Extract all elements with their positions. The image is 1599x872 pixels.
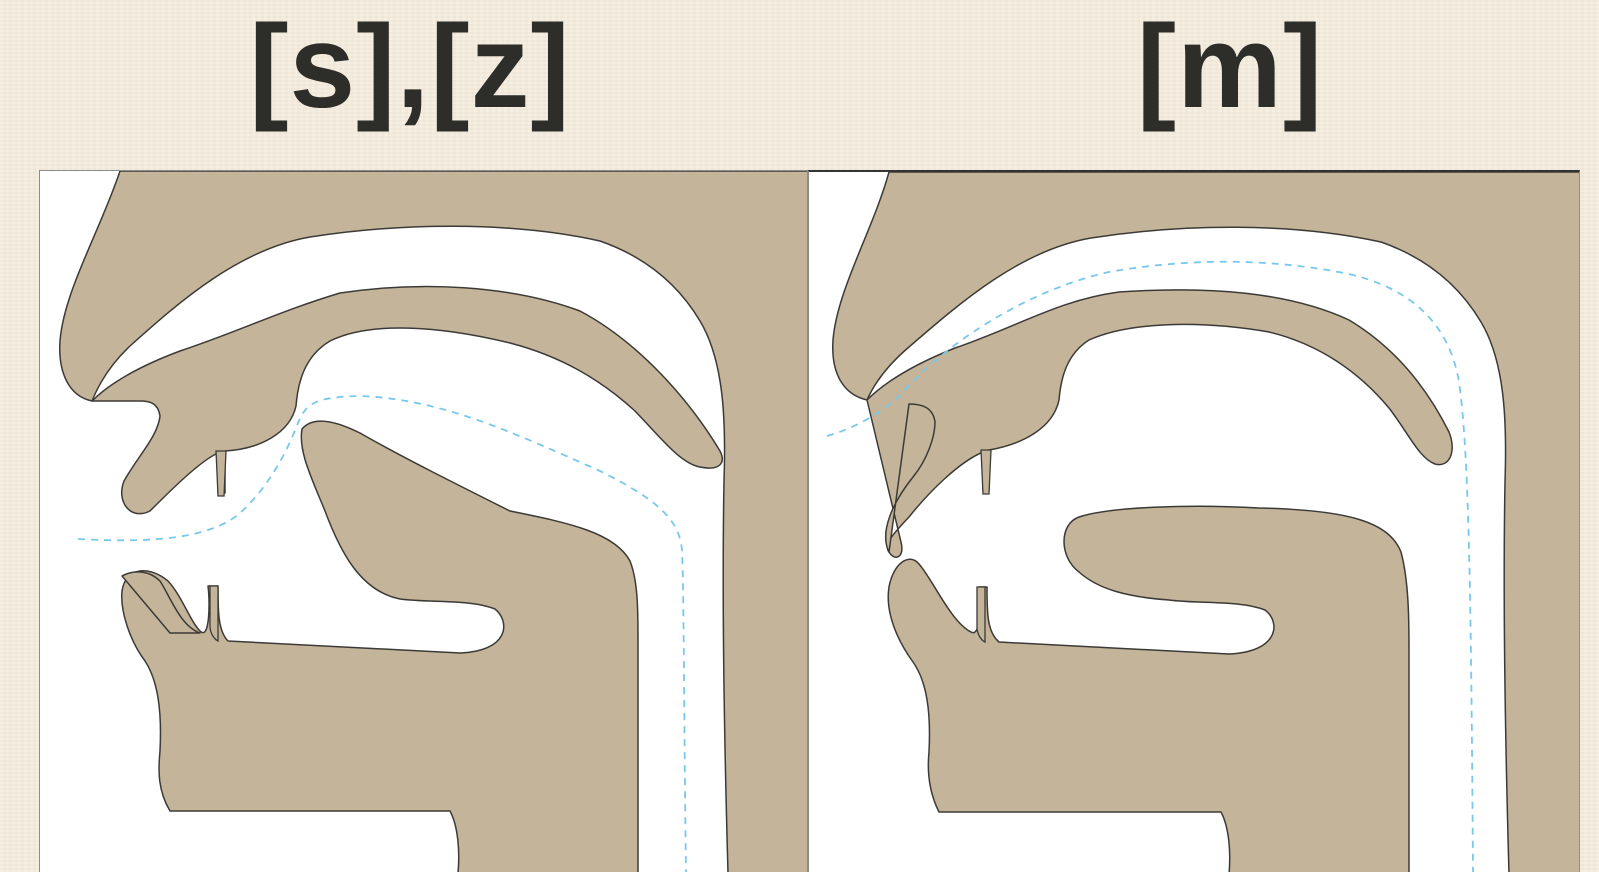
diagram-title-m: [m]	[1030, 8, 1430, 126]
vocal-tract-diagram-s-z	[39, 170, 808, 872]
lower-incisor	[977, 587, 985, 642]
upper-incisor	[216, 451, 226, 496]
tongue	[122, 421, 638, 872]
vocal-tract-diagram-m	[808, 170, 1580, 872]
upper-incisor	[981, 450, 991, 494]
lower-incisor	[210, 586, 218, 641]
diagram-title-s-z: [s],[z]	[200, 8, 620, 126]
tongue	[888, 506, 1409, 872]
